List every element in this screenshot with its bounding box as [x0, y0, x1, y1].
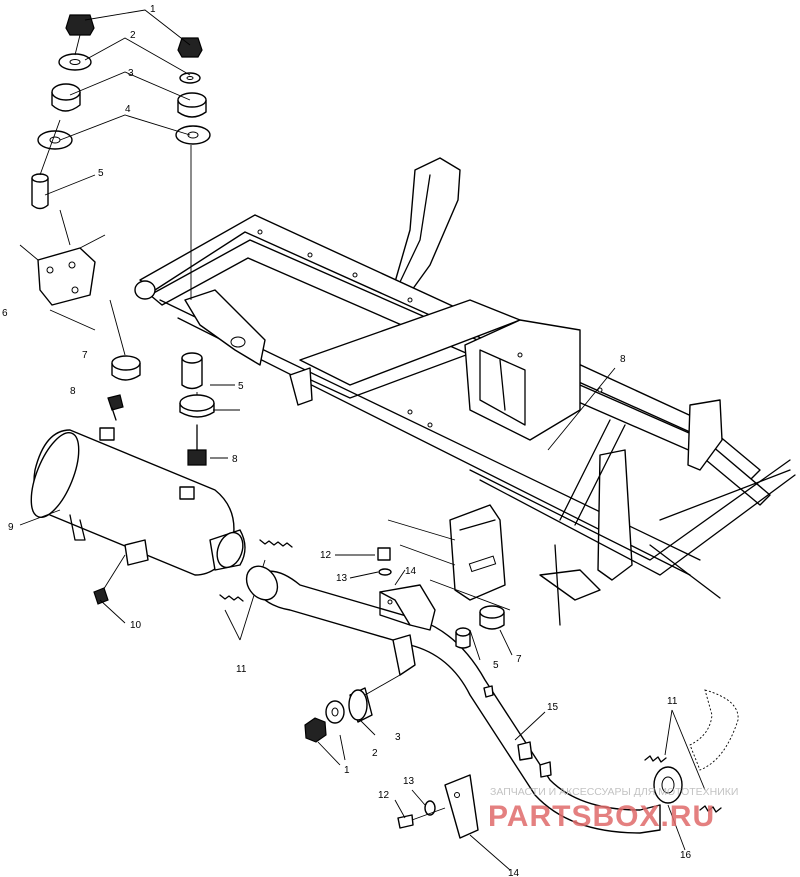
- callout-8-left: 8: [70, 386, 76, 397]
- callout-10: 10: [130, 620, 142, 631]
- callout-7-lower: 7: [516, 654, 522, 665]
- callout-1-lower: 1: [344, 765, 350, 776]
- callout-12-lower: 12: [378, 790, 390, 801]
- callout-5-left: 5: [98, 168, 104, 179]
- lower-bracket: [397, 774, 479, 839]
- callout-13-lower: 13: [403, 776, 415, 787]
- watermark: ЗАПЧАСТИ И АКСЕССУАРЫ ДЛЯ МОТОТЕХНИКИ PA…: [488, 786, 738, 833]
- leader-lines: [19, 9, 686, 871]
- tailpipe-end: [644, 689, 739, 813]
- left-mount-stack: [19, 14, 141, 421]
- callout-14-upper: 14: [405, 566, 417, 577]
- callout-16: 16: [680, 850, 692, 861]
- callout-7-left: 7: [82, 350, 88, 361]
- pipe-hardware: [377, 547, 505, 649]
- watermark-tagline: ЗАПЧАСТИ И АКСЕССУАРЫ ДЛЯ МОТОТЕХНИКИ: [490, 786, 738, 798]
- callout-12-upper: 12: [320, 550, 332, 561]
- center-mount-stack: [175, 37, 215, 466]
- callout-8-center: 8: [232, 454, 238, 465]
- callout-5-lower: 5: [493, 660, 499, 671]
- callout-14-lower: 14: [508, 868, 520, 877]
- muffler: [30, 427, 246, 605]
- callout-15: 15: [547, 702, 559, 713]
- callout-3-lower: 3: [395, 732, 401, 743]
- callout-13-upper: 13: [336, 573, 348, 584]
- exhaust-pipe: [245, 565, 661, 834]
- lower-mount-hardware: [304, 674, 401, 743]
- callout-3-top: 3: [128, 68, 134, 79]
- callout-2-top: 2: [130, 30, 136, 41]
- watermark-brand: PARTSBOX.RU: [488, 800, 715, 833]
- callout-11-lower: 11: [667, 696, 678, 707]
- callout-5-center: 5: [238, 381, 244, 392]
- callout-labels: 1 2 3 4 5 6 7 8 5 8 8 9 10 11 12 13 14 5…: [2, 4, 692, 877]
- muffler-mount-bracket: [449, 504, 506, 601]
- callout-2-lower: 2: [372, 748, 378, 759]
- callout-11-upper: 11: [236, 664, 247, 675]
- callout-6: 6: [2, 308, 8, 319]
- callout-8-right: 8: [620, 354, 626, 365]
- callout-9: 9: [8, 522, 14, 533]
- callout-1-top: 1: [150, 4, 156, 15]
- callout-4-top: 4: [125, 104, 131, 115]
